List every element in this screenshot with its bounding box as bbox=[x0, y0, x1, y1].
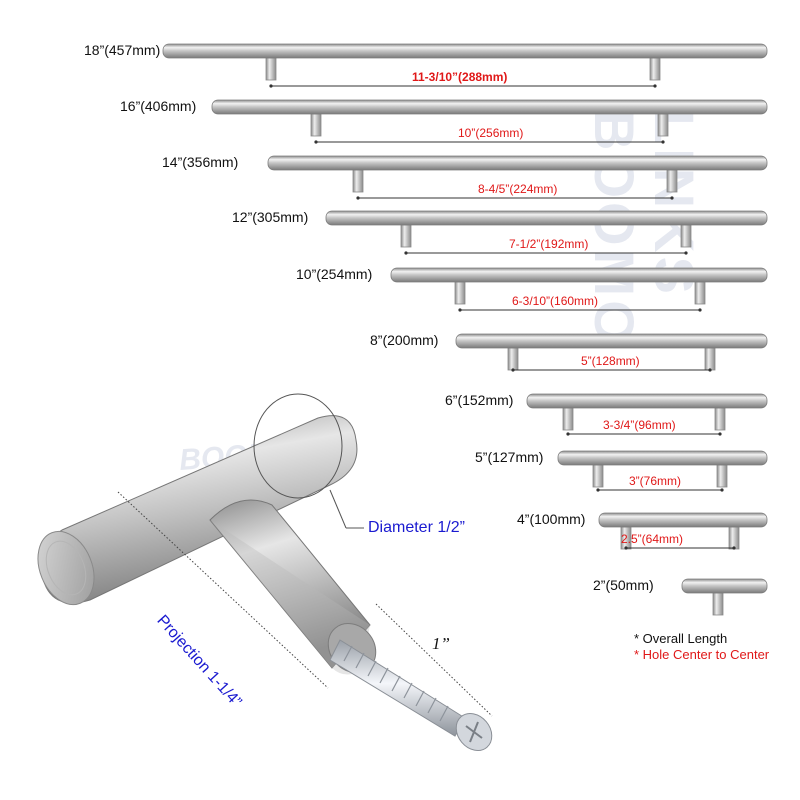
handle-leg bbox=[592, 464, 604, 488]
handle-bar bbox=[325, 210, 768, 255]
dimension-endpoint bbox=[653, 84, 657, 88]
handle-bar bbox=[455, 333, 768, 372]
handle-rod bbox=[455, 333, 768, 349]
handle-rod bbox=[526, 393, 768, 409]
handle-leg bbox=[352, 169, 364, 193]
handle-rod bbox=[267, 155, 768, 171]
dimension-endpoint bbox=[720, 488, 724, 492]
dimension-endpoint bbox=[718, 432, 722, 436]
overall-length-label: 16”(406mm) bbox=[120, 98, 197, 114]
dimension-endpoint bbox=[670, 196, 674, 200]
handle-leg bbox=[714, 407, 726, 431]
overall-length-label: 10”(254mm) bbox=[296, 266, 373, 282]
handle-leg bbox=[400, 224, 412, 248]
handle-leg bbox=[562, 407, 574, 431]
overall-length-label: 8”(200mm) bbox=[370, 332, 439, 348]
handle-leg bbox=[716, 464, 728, 488]
dimension-endpoint bbox=[624, 546, 628, 550]
handle-leg bbox=[704, 347, 716, 371]
hole-center-label: 2.5”(64mm) bbox=[621, 532, 684, 546]
handle-leg bbox=[649, 57, 661, 81]
handle-bar bbox=[211, 99, 768, 144]
handle-bar bbox=[598, 512, 768, 550]
dimension-endpoint bbox=[356, 196, 360, 200]
dimension-endpoint bbox=[596, 488, 600, 492]
overall-length-label: 18”(457mm) bbox=[84, 42, 161, 58]
overall-length-label: 5”(127mm) bbox=[475, 449, 544, 465]
overall-length-label: 2”(50mm) bbox=[593, 577, 654, 593]
hole-center-label: 6-3/10”(160mm) bbox=[512, 294, 599, 308]
dimension-endpoint bbox=[404, 251, 408, 255]
dimension-endpoint bbox=[566, 432, 570, 436]
hole-center-label: 10”(256mm) bbox=[458, 126, 524, 140]
hole-center-label: 11-3/10”(288mm) bbox=[412, 70, 508, 84]
handle-bar bbox=[681, 578, 768, 616]
overall-length-label: 14”(356mm) bbox=[162, 154, 239, 170]
dimension-endpoint bbox=[708, 368, 712, 372]
dimension-endpoint bbox=[684, 251, 688, 255]
handle-leg bbox=[657, 113, 669, 137]
handle-rod bbox=[557, 450, 768, 466]
handle-rod bbox=[211, 99, 768, 115]
handle-rod bbox=[390, 267, 768, 283]
overall-length-label: 12”(305mm) bbox=[232, 209, 309, 225]
handle-leg bbox=[680, 224, 692, 248]
dimension-endpoint bbox=[732, 546, 736, 550]
handle-leg bbox=[454, 281, 466, 305]
legend-hole-center: * Hole Center to Center bbox=[634, 647, 770, 662]
handle-rod bbox=[325, 210, 768, 226]
handle-rod bbox=[681, 578, 768, 594]
handle-leg bbox=[666, 169, 678, 193]
dimension-endpoint bbox=[314, 140, 318, 144]
hole-center-label: 5”(128mm) bbox=[581, 354, 640, 368]
legend-overall-length: * Overall Length bbox=[634, 631, 728, 646]
svg-text:LINKS: LINKS bbox=[643, 110, 706, 298]
dimension-endpoint bbox=[511, 368, 515, 372]
overall-length-label: 6”(152mm) bbox=[445, 392, 514, 408]
dimension-endpoint bbox=[698, 308, 702, 312]
handle-bar bbox=[267, 155, 768, 200]
hole-center-label: 3-3/4”(96mm) bbox=[603, 418, 676, 432]
dimension-endpoint bbox=[269, 84, 273, 88]
handle-closeup bbox=[37, 393, 493, 751]
hole-center-label: 8-4/5”(224mm) bbox=[478, 182, 558, 196]
handle-leg bbox=[694, 281, 706, 305]
overall-length-label: 4”(100mm) bbox=[517, 511, 586, 527]
handle-bars bbox=[162, 43, 768, 616]
handle-leg bbox=[712, 592, 724, 616]
screw-length-label: 1” bbox=[432, 634, 450, 653]
handle-leg bbox=[265, 57, 277, 81]
handle-bar bbox=[526, 393, 768, 436]
hole-center-label: 7-1/2”(192mm) bbox=[509, 237, 589, 251]
handle-leg bbox=[507, 347, 519, 371]
diameter-label: Diameter 1/2” bbox=[368, 519, 465, 536]
handle-rod bbox=[598, 512, 768, 528]
handle-bar bbox=[162, 43, 768, 88]
handle-rod bbox=[162, 43, 768, 59]
hole-center-label: 3”(76mm) bbox=[629, 474, 682, 488]
svg-text:BOOMO: BOOMO bbox=[583, 110, 646, 348]
mounting-screw bbox=[329, 639, 493, 751]
dimension-endpoint bbox=[458, 308, 462, 312]
handle-bar bbox=[557, 450, 768, 492]
handle-leg bbox=[310, 113, 322, 137]
dimension-endpoint bbox=[661, 140, 665, 144]
handle-bar bbox=[390, 267, 768, 312]
handle-leg bbox=[728, 526, 740, 550]
